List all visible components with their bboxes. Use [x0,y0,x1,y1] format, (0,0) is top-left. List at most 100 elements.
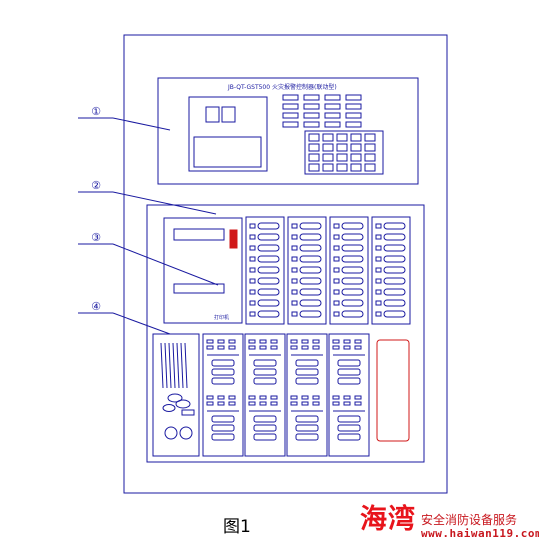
zone-led [375,234,382,240]
zone-columns [245,216,411,325]
module-led [217,339,225,344]
indicator-button [324,103,341,110]
zone-button [383,277,406,285]
module-switch [253,433,277,441]
red-door [376,339,410,442]
zone-led [249,267,256,273]
vent-slot [172,342,176,389]
module-led [332,339,340,344]
module-switch [295,415,319,423]
zone-led [291,256,298,262]
module-led [259,345,267,350]
module-led [270,339,278,344]
module-card [286,333,328,457]
module-switch [337,377,361,385]
indicator-button [345,112,362,119]
module-led [290,395,298,400]
model-label: JB-QT-GST500 火灾报警控制器(联动型) [227,83,337,91]
keypad-key [364,163,376,172]
zone-button [299,310,322,318]
zone-button [299,266,322,274]
keypad-key [350,163,362,172]
module-led [206,395,214,400]
zone-led [333,223,340,229]
module-led [312,339,320,344]
indicator-button [282,103,299,110]
printer-label: 打印机 [214,314,229,321]
zone-button [299,222,322,230]
module-switch [295,424,319,432]
display-window [188,96,268,172]
zone-led [249,300,256,306]
indicator-button [345,121,362,128]
zone-led [291,223,298,229]
keypad-key [364,153,376,162]
module-led [343,339,351,344]
module-led [206,401,214,406]
module-led [354,395,362,400]
module-led [259,395,267,400]
module-led [217,395,225,400]
keypad-key [364,143,376,152]
vent-slot [184,342,188,389]
module-led [332,401,340,406]
zone-button [257,233,280,241]
callout-2: ② [91,179,101,192]
module-led [248,401,256,406]
module-led [343,345,351,350]
zone-led [249,278,256,284]
module-led [354,345,362,350]
module-led [228,395,236,400]
module-led [206,339,214,344]
callout-4: ④ [91,300,101,313]
indicator-button [282,112,299,119]
module-led [248,395,256,400]
zone-button [299,277,322,285]
keypad-key [336,133,348,142]
zone-led [291,278,298,284]
callout-1: ① [91,105,101,118]
fire-alarm-panel-diagram: JB-QT-GST500 火灾报警控制器(联动型) 打印机 ① ② ③ ④ [78,34,448,494]
vent-slot [176,342,180,389]
zone-button [383,288,406,296]
module-led [228,401,236,406]
keypad-key [308,163,320,172]
zone-button [299,255,322,263]
lower-frame [146,204,425,463]
zone-led [333,311,340,317]
zone-button [257,288,280,296]
zone-button [341,255,364,263]
watermark-logo: 海湾 [360,504,416,535]
indicator-button [303,121,320,128]
module-switch [295,368,319,376]
module-switch [253,377,277,385]
keypad-key [308,153,320,162]
zone-button [383,222,406,230]
module-switch [253,368,277,376]
module-led [270,401,278,406]
zone-led [375,289,382,295]
module-switch [295,359,319,367]
keypad-key [322,143,334,152]
zone-button [341,299,364,307]
indicator-buttons [282,94,362,128]
zone-led [291,245,298,251]
module-led [332,395,340,400]
keypad-key [322,153,334,162]
module-led [228,339,236,344]
zone-button [383,233,406,241]
cabinet-outline [123,34,448,494]
keypad-key [308,143,320,152]
module-switch [253,415,277,423]
indicator-button [303,112,320,119]
zone-led [291,311,298,317]
module-led [301,339,309,344]
keypad-key [308,133,320,142]
module-led [343,395,351,400]
zone-button [383,266,406,274]
module-led [312,345,320,350]
zone-led [291,234,298,240]
module-led [343,401,351,406]
power-vents [160,342,188,389]
module-led [290,401,298,406]
